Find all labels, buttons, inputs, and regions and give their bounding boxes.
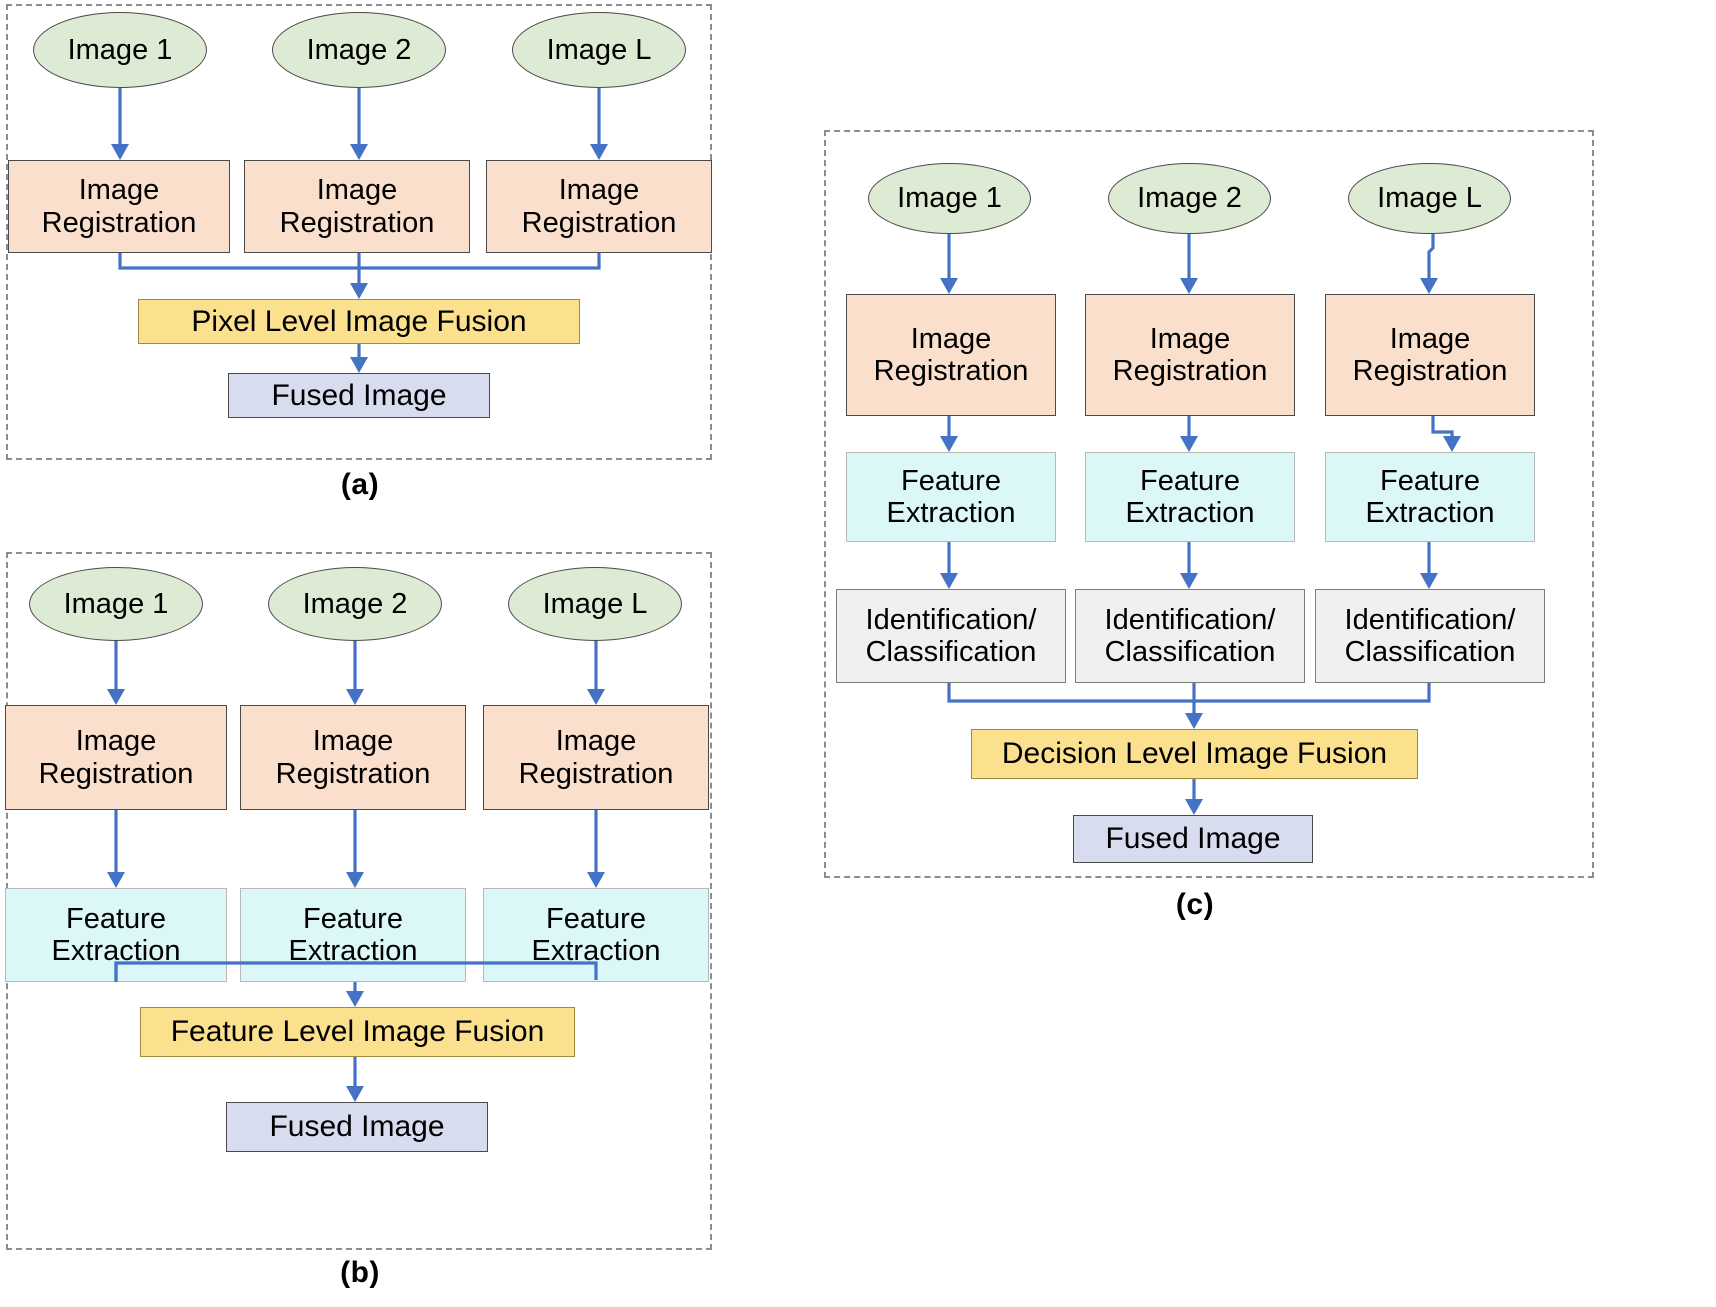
panel-b-feature-extraction-3: Feature Extraction [483, 888, 709, 982]
panel-a-source-image-2: Image 2 [272, 12, 446, 88]
panel-c-registration-2: Image Registration [1085, 294, 1295, 416]
panel-a-registration-2-line2: Registration [279, 206, 435, 239]
panel-b-feature-extraction-1-line2: Extraction [51, 935, 181, 967]
panel-b-registration-3: Image Registration [483, 705, 709, 810]
panel-b-source-image-l-label: Image L [542, 587, 648, 620]
panel-c-source-image-l: Image L [1348, 163, 1511, 234]
panel-c-registration-3-line1: Image [1389, 322, 1471, 355]
panel-b-fused-image-label: Fused Image [269, 1110, 445, 1144]
panel-c-fused-image-label: Fused Image [1105, 822, 1281, 856]
panel-a-registration-3-line2: Registration [521, 206, 677, 239]
panel-b-registration-1: Image Registration [5, 705, 227, 810]
panel-c-registration-1-line1: Image [910, 322, 992, 355]
panel-c-fused-image: Fused Image [1073, 815, 1313, 863]
panel-a-registration-1-line2: Registration [41, 206, 197, 239]
panel-c-feature-extraction-2-line2: Extraction [1125, 497, 1255, 529]
panel-b-feature-level-fusion-label: Feature Level Image Fusion [170, 1015, 545, 1049]
panel-c-frame [824, 130, 1594, 878]
panel-a-registration-3: Image Registration [486, 160, 712, 253]
panel-a-registration-2-line1: Image [316, 174, 398, 207]
panel-c-feature-extraction-2-line1: Feature [1140, 464, 1240, 497]
panel-c-registration-3: Image Registration [1325, 294, 1535, 416]
panel-a-caption: (a) [300, 470, 420, 500]
panel-b-source-image-2: Image 2 [268, 567, 442, 641]
panel-b-feature-extraction-1-line1: Feature [66, 902, 166, 935]
panel-c-feature-extraction-1-line1: Feature [901, 464, 1001, 497]
panel-a-registration-1: Image Registration [8, 160, 230, 253]
panel-c-feature-extraction-3-line2: Extraction [1365, 497, 1495, 529]
panel-a-source-image-1-label: Image 1 [67, 33, 173, 66]
panel-b-registration-1-line1: Image [75, 725, 157, 758]
panel-a-registration-1-line1: Image [78, 174, 160, 207]
panel-c-decision-level-fusion-label: Decision Level Image Fusion [1001, 737, 1388, 771]
panel-c-registration-1-line2: Registration [873, 355, 1029, 387]
panel-a-source-image-1: Image 1 [33, 12, 207, 88]
panel-a-pixel-level-fusion: Pixel Level Image Fusion [138, 299, 580, 344]
panel-b-feature-level-fusion: Feature Level Image Fusion [140, 1007, 575, 1057]
panel-b-caption-text: (b) [340, 1256, 380, 1289]
panel-c-registration-2-line2: Registration [1112, 355, 1268, 387]
panel-c-source-image-1: Image 1 [868, 163, 1031, 234]
panel-b-source-image-l: Image L [508, 567, 682, 641]
panel-c-identification-3-line2: Classification [1344, 636, 1516, 668]
panel-b-registration-1-line2: Registration [38, 757, 194, 790]
panel-c-source-image-l-label: Image L [1377, 182, 1482, 215]
panel-b-feature-extraction-2-line1: Feature [303, 902, 403, 935]
panel-a-fused-image-label: Fused Image [271, 378, 447, 412]
panel-c-identification-1-line1: Identification/ [865, 603, 1037, 636]
panel-b-registration-2-line2: Registration [275, 757, 431, 790]
panel-b-feature-extraction-1: Feature Extraction [5, 888, 227, 982]
panel-a-source-image-l: Image L [512, 12, 686, 88]
panel-a-pixel-level-fusion-label: Pixel Level Image Fusion [191, 304, 527, 338]
panel-c-feature-extraction-2: Feature Extraction [1085, 452, 1295, 542]
panel-c-caption-text: (c) [1175, 888, 1215, 921]
panel-a-registration-3-line1: Image [558, 174, 640, 207]
panel-c-registration-3-line2: Registration [1352, 355, 1508, 387]
panel-b-source-image-1: Image 1 [29, 567, 203, 641]
panel-c-identification-1: Identification/ Classification [836, 589, 1066, 683]
panel-b-caption: (b) [300, 1258, 420, 1288]
panel-a-source-image-l-label: Image L [546, 33, 652, 66]
panel-c-identification-3: Identification/ Classification [1315, 589, 1545, 683]
panel-b-registration-2: Image Registration [240, 705, 466, 810]
panel-c-source-image-2: Image 2 [1108, 163, 1271, 234]
panel-b-feature-extraction-2: Feature Extraction [240, 888, 466, 982]
panel-b-feature-extraction-3-line2: Extraction [531, 935, 661, 967]
panel-c-source-image-1-label: Image 1 [897, 182, 1002, 215]
panel-b-source-image-2-label: Image 2 [302, 587, 408, 620]
panel-c-feature-extraction-1-line2: Extraction [886, 497, 1016, 529]
panel-a-source-image-2-label: Image 2 [306, 33, 412, 66]
panel-c-identification-1-line2: Classification [865, 636, 1037, 668]
panel-c-identification-3-line1: Identification/ [1344, 603, 1516, 636]
panel-c-registration-1: Image Registration [846, 294, 1056, 416]
panel-b-registration-3-line1: Image [555, 725, 637, 758]
panel-a-registration-2: Image Registration [244, 160, 470, 253]
panel-b-feature-extraction-3-line1: Feature [546, 902, 646, 935]
panel-c-caption: (c) [1135, 890, 1255, 920]
panel-c-decision-level-fusion: Decision Level Image Fusion [971, 729, 1418, 779]
panel-c-feature-extraction-1: Feature Extraction [846, 452, 1056, 542]
panel-c-feature-extraction-3: Feature Extraction [1325, 452, 1535, 542]
panel-c-source-image-2-label: Image 2 [1137, 182, 1242, 215]
panel-c-identification-2-line1: Identification/ [1104, 603, 1276, 636]
panel-b-registration-3-line2: Registration [518, 757, 674, 790]
panel-b-fused-image: Fused Image [226, 1102, 488, 1152]
panel-c-identification-2-line2: Classification [1104, 636, 1276, 668]
panel-b-feature-extraction-2-line2: Extraction [288, 935, 418, 967]
panel-b-registration-2-line1: Image [312, 725, 394, 758]
panel-a-fused-image: Fused Image [228, 373, 490, 418]
panel-b-source-image-1-label: Image 1 [63, 587, 169, 620]
panel-c-identification-2: Identification/ Classification [1075, 589, 1305, 683]
panel-c-registration-2-line1: Image [1149, 322, 1231, 355]
panel-a-caption-text: (a) [340, 468, 380, 501]
panel-c-feature-extraction-3-line1: Feature [1380, 464, 1480, 497]
